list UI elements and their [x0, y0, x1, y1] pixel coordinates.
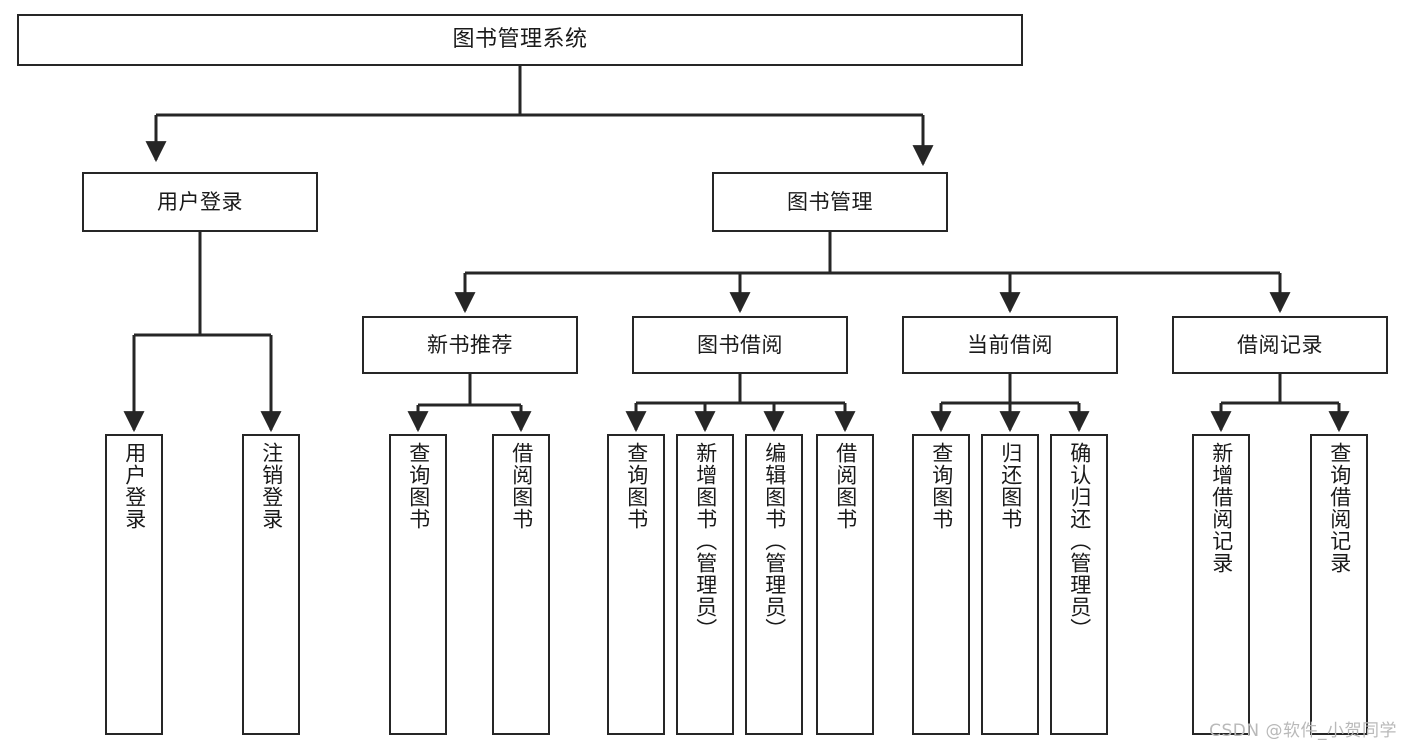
- node-book-borrow[interactable]: 图书借阅: [632, 316, 848, 374]
- node-label: 用户登录: [157, 189, 243, 214]
- node-label: 借阅记录: [1237, 332, 1323, 357]
- node-label: 归还图书: [998, 442, 1023, 530]
- leaf-query-record[interactable]: 查询借阅记录: [1310, 434, 1368, 735]
- leaf-query-book-1[interactable]: 查询图书: [389, 434, 447, 735]
- node-label: 注销登录: [259, 442, 284, 530]
- node-user-login[interactable]: 用户登录: [82, 172, 318, 232]
- node-label: 新书推荐: [427, 332, 513, 357]
- node-label: 编辑图书（管理员）: [762, 442, 787, 640]
- node-label: 查询借阅记录: [1327, 442, 1352, 574]
- leaf-query-book-2[interactable]: 查询图书: [607, 434, 665, 735]
- leaf-add-book[interactable]: 新增图书（管理员）: [676, 434, 734, 735]
- node-label: 新增借阅记录: [1209, 442, 1234, 574]
- node-label: 当前借阅: [967, 332, 1053, 357]
- leaf-confirm-return[interactable]: 确认归还（管理员）: [1050, 434, 1108, 735]
- node-current-borrow[interactable]: 当前借阅: [902, 316, 1118, 374]
- node-label: 图书借阅: [697, 332, 783, 357]
- node-label: 借阅图书: [509, 442, 534, 530]
- node-label: 确认归还（管理员）: [1067, 442, 1092, 640]
- node-label: 借阅图书: [833, 442, 858, 530]
- node-new-book-recommend[interactable]: 新书推荐: [362, 316, 578, 374]
- leaf-borrow-book-1[interactable]: 借阅图书: [492, 434, 550, 735]
- node-label: 查询图书: [624, 442, 649, 530]
- node-label: 查询图书: [929, 442, 954, 530]
- leaf-edit-book[interactable]: 编辑图书（管理员）: [745, 434, 803, 735]
- leaf-query-book-3[interactable]: 查询图书: [912, 434, 970, 735]
- leaf-add-record[interactable]: 新增借阅记录: [1192, 434, 1250, 735]
- leaf-borrow-book-2[interactable]: 借阅图书: [816, 434, 874, 735]
- leaf-return-book[interactable]: 归还图书: [981, 434, 1039, 735]
- leaf-user-logout[interactable]: 注销登录: [242, 434, 300, 735]
- node-label: 新增图书（管理员）: [693, 442, 718, 640]
- node-label: 图书管理系统: [452, 26, 588, 52]
- node-label: 查询图书: [406, 442, 431, 530]
- node-label: 图书管理: [787, 189, 873, 214]
- watermark-text: CSDN @软件_小贺同学: [1209, 721, 1397, 741]
- node-book-manage[interactable]: 图书管理: [712, 172, 948, 232]
- node-root-system[interactable]: 图书管理系统: [17, 14, 1023, 66]
- node-label: 用户登录: [122, 442, 147, 530]
- node-borrow-record[interactable]: 借阅记录: [1172, 316, 1388, 374]
- leaf-user-login[interactable]: 用户登录: [105, 434, 163, 735]
